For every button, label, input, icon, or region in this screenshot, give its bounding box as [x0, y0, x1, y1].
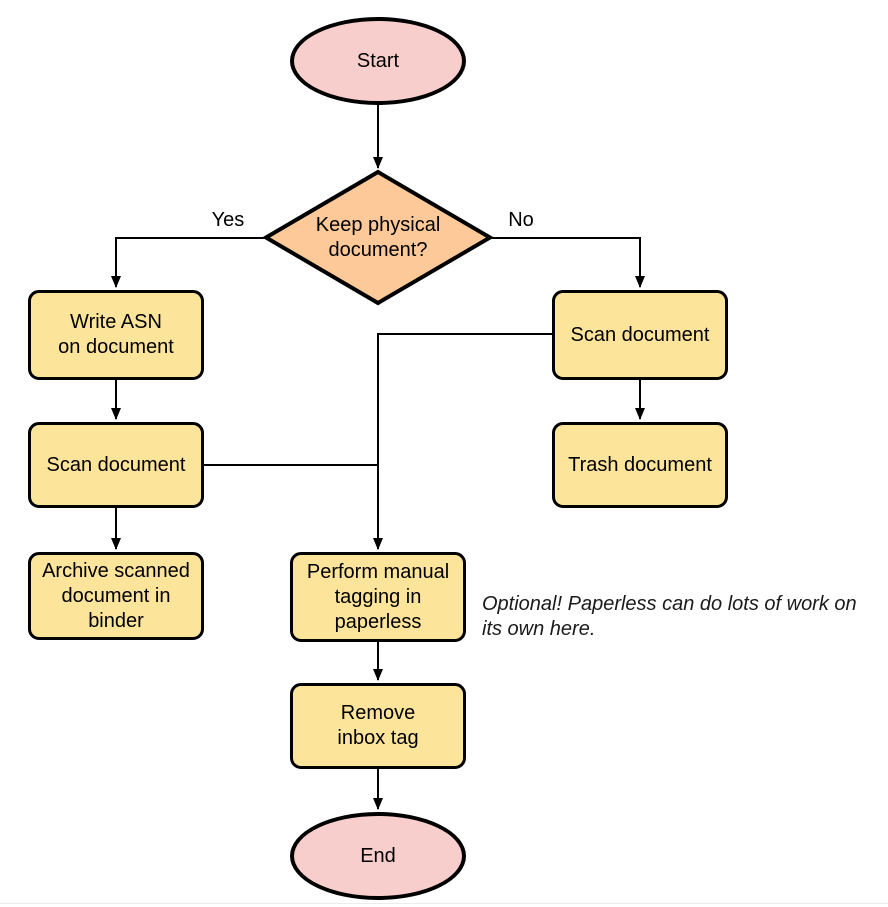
start-node: Start: [290, 17, 466, 105]
process-scan-document-right-node: Scan document: [552, 290, 728, 380]
end-label: End: [360, 844, 396, 867]
edge-label-no: No: [508, 209, 534, 231]
process-archive-binder-node: Archive scanned document in binder: [28, 552, 204, 640]
trash-document-label: Trash document: [568, 453, 712, 476]
decision-diamond-shape: [262, 169, 494, 306]
edge-scanright-to-tagging: [373, 333, 553, 550]
decision-label: Keep physical document?: [315, 213, 441, 261]
archive-binder-label: Archive scanned document in binder: [42, 559, 190, 632]
optional-note-text: Optional! Paperless can do lots of work …: [482, 593, 857, 640]
end-node: End: [290, 812, 466, 900]
edge-decision-no: [490, 237, 645, 288]
scan-document-left-label: Scan document: [46, 453, 186, 476]
process-trash-document-node: Trash document: [552, 422, 728, 508]
manual-tagging-label: Perform manual tagging in paperless: [306, 560, 450, 633]
edge-decision-yes: [111, 237, 266, 288]
process-write-asn-node: Write ASN on document: [28, 290, 204, 380]
process-scan-document-left-node: Scan document: [28, 422, 204, 508]
start-label: Start: [356, 49, 400, 72]
decision-keep-physical-node: Keep physical document?: [266, 172, 490, 303]
page-bottom-divider: [0, 903, 888, 904]
remove-inbox-tag-label: Remove inbox tag: [337, 702, 419, 749]
scan-document-right-label: Scan document: [570, 323, 710, 346]
edge-label-yes: Yes: [211, 209, 245, 231]
process-manual-tagging-node: Perform manual tagging in paperless: [290, 552, 466, 642]
write-asn-label: Write ASN on document: [58, 311, 174, 358]
process-remove-inbox-tag-node: Remove inbox tag: [290, 683, 466, 769]
